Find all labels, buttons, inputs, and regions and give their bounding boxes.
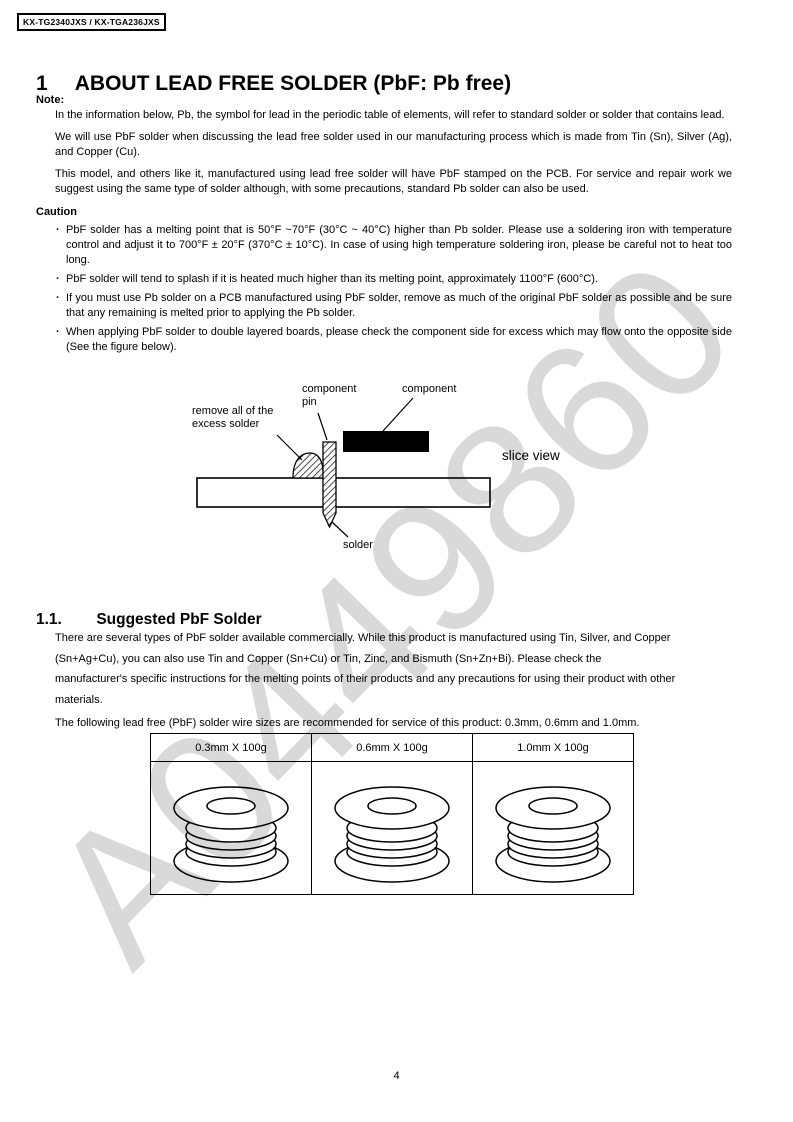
section-1-1-body: There are several types of PbF solder av… [55,628,732,733]
leader-line-component [382,397,414,432]
table-header-cell: 0.6mm X 100g [311,733,473,762]
section-1-1-number: 1.1. [36,610,62,628]
solder-spool-icon [334,786,450,883]
section-1-body: Note: In the information below, Pb, the … [36,92,732,359]
table-image-cell [472,761,634,895]
caution-bullet: If you must use Pb solder on a PCB manuf… [55,291,732,321]
note-paragraph: This model, and others like it, manufact… [55,168,732,195]
leader-line-component-pin [317,412,328,441]
table-header-cell: 1.0mm X 100g [472,733,634,762]
figure-label-remove-excess-solder: remove all of the excess solder [192,405,274,430]
caution-bullet: When applying PbF solder to double layer… [55,325,732,355]
note-paragraphs: In the information below, Pb, the symbol… [55,108,732,197]
solder-spool-icon [173,786,289,883]
section-1-heading: 1 ABOUT LEAD FREE SOLDER (PbF: Pb free) [36,72,511,96]
table-header-cell: 0.3mm X 100g [150,733,312,762]
figure-label-solder: solder [343,539,373,551]
section-1-1-paragraph: The following lead free (PbF) solder wir… [55,717,640,729]
solder-spool-icon [495,786,611,883]
note-paragraph: In the information below, Pb, the symbol… [55,109,725,121]
model-number-label: KX-TG2340JXS / KX-TGA236JXS [17,13,166,31]
section-1-title: ABOUT LEAD FREE SOLDER (PbF: Pb free) [74,72,512,96]
table-image-cell [311,761,473,895]
leader-line-solder [331,521,349,538]
table-image-row [150,761,634,895]
component-body-graphic [343,431,429,452]
caution-bullet-list: PbF solder has a melting point that is 5… [55,223,732,355]
section-1-1-title: Suggested PbF Solder [96,610,262,628]
figure-label-component-pin: component pin [302,383,357,408]
component-pin-graphic [322,441,337,529]
page-number: 4 [393,1070,400,1082]
solder-slice-view-figure: component pin component remove all of th… [155,380,755,570]
section-1-number: 1 [36,72,48,96]
pcb-board-graphic [196,477,491,508]
section-1-1-paragraph: There are several types of PbF solder av… [55,632,676,706]
note-label: Note: [36,94,65,106]
caution-label: Caution [36,206,77,218]
table-header-row: 0.3mm X 100g 0.6mm X 100g 1.0mm X 100g [150,733,634,762]
caution-bullet: PbF solder will tend to splash if it is … [55,272,732,287]
section-1-1-heading: 1.1. Suggested PbF Solder [36,611,262,629]
solder-figure-art [196,397,491,538]
caution-bullet: PbF solder has a melting point that is 5… [55,223,732,268]
solder-wire-size-table: 0.3mm X 100g 0.6mm X 100g 1.0mm X 100g [150,733,634,895]
figure-label-slice-view: slice view [502,448,560,463]
figure-label-component: component [402,383,457,395]
table-image-cell [150,761,312,895]
excess-solder-blob-graphic [292,452,324,479]
leader-line-remove-solder [276,434,303,461]
note-paragraph: We will use PbF solder when discussing t… [55,131,732,158]
